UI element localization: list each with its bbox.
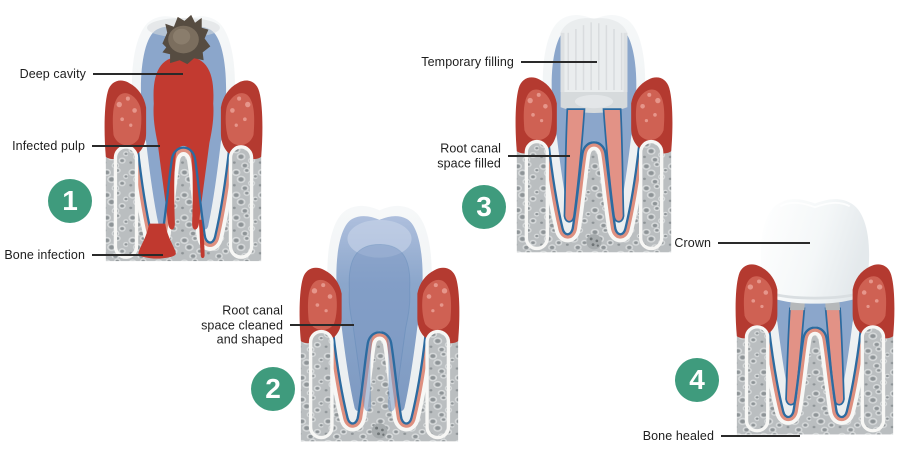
label-root-canal-filled-text: Root canal space filled <box>437 141 501 171</box>
connector-line <box>718 242 810 244</box>
label-temporary-filling-text: Temporary filling <box>421 54 514 69</box>
crown-cap <box>760 199 870 304</box>
label-bone-healed-text: Bone healed <box>642 428 714 443</box>
deep-cavity-area <box>162 14 211 65</box>
connector-line <box>92 254 163 256</box>
label-root-canal-cleaned-text: Root canal space cleaned and shaped <box>201 303 283 347</box>
step-4-badge: 4 <box>675 358 719 402</box>
stage-4-tooth-illustration <box>733 197 897 440</box>
connector-line <box>508 155 570 157</box>
connector-line <box>92 145 160 147</box>
connector-line <box>721 435 800 437</box>
connector-line <box>93 73 183 75</box>
label-bone-infection-text: Bone infection <box>4 247 85 262</box>
stage-2-tooth-illustration <box>297 199 462 447</box>
step-3-badge: 3 <box>462 185 506 229</box>
connector-line <box>521 61 597 63</box>
connector-line <box>290 324 354 326</box>
step-2-badge: 2 <box>251 367 295 411</box>
bone-infection-area <box>138 223 176 259</box>
label-crown-text: Crown <box>674 235 711 250</box>
stage-3-tooth-illustration <box>513 8 675 258</box>
label-infected-pulp-text: Infected pulp <box>12 138 85 153</box>
label-deep-cavity-text: Deep cavity <box>19 66 86 81</box>
temporary-filling-area <box>560 18 628 113</box>
step-1-badge: 1 <box>48 179 92 223</box>
stage-1-tooth-illustration <box>102 9 265 267</box>
